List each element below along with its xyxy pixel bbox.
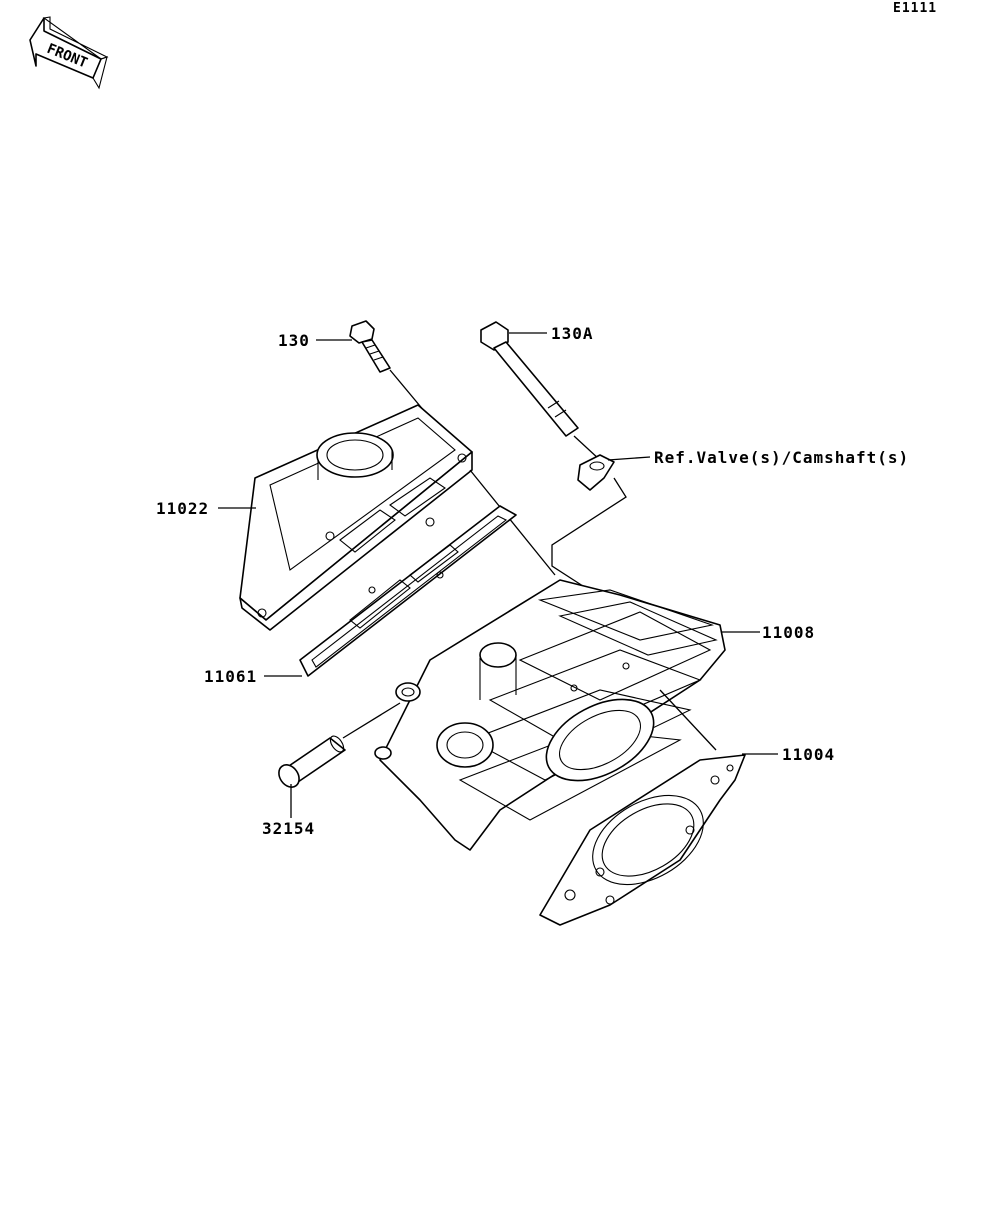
- callout-32154: 32154: [262, 819, 315, 838]
- bolt-130a-icon: [480, 321, 579, 437]
- guide-ref: [551, 477, 627, 589]
- guide-11022: [469, 469, 556, 576]
- valve-cover-11022-icon: [239, 404, 473, 631]
- valve-ref-part-icon: [577, 454, 615, 491]
- callout-11022: 11022: [156, 499, 209, 518]
- leader-ref: [607, 456, 651, 461]
- callout-ref: Ref.Valve(s)/Camshaft(s): [654, 448, 909, 467]
- bolt-130-icon: [349, 320, 391, 373]
- cylinder-head-11008-icon: [374, 579, 726, 851]
- callout-11004: 11004: [782, 745, 835, 764]
- diagram-id: E1111: [893, 1, 937, 16]
- guide-130a: [573, 435, 601, 461]
- guide-32154: [342, 702, 401, 739]
- gasket-11061-icon: [299, 505, 517, 677]
- guide-11008: [659, 689, 717, 751]
- front-arrow-icon: FRONT: [29, 16, 109, 90]
- callout-11008: 11008: [762, 623, 815, 642]
- sleeve-32154-icon: [278, 735, 346, 788]
- head-gasket-11004-icon: [539, 754, 746, 926]
- callout-130a: 130A: [551, 324, 594, 343]
- callout-11061: 11061: [204, 667, 257, 686]
- callout-130: 130: [278, 331, 310, 350]
